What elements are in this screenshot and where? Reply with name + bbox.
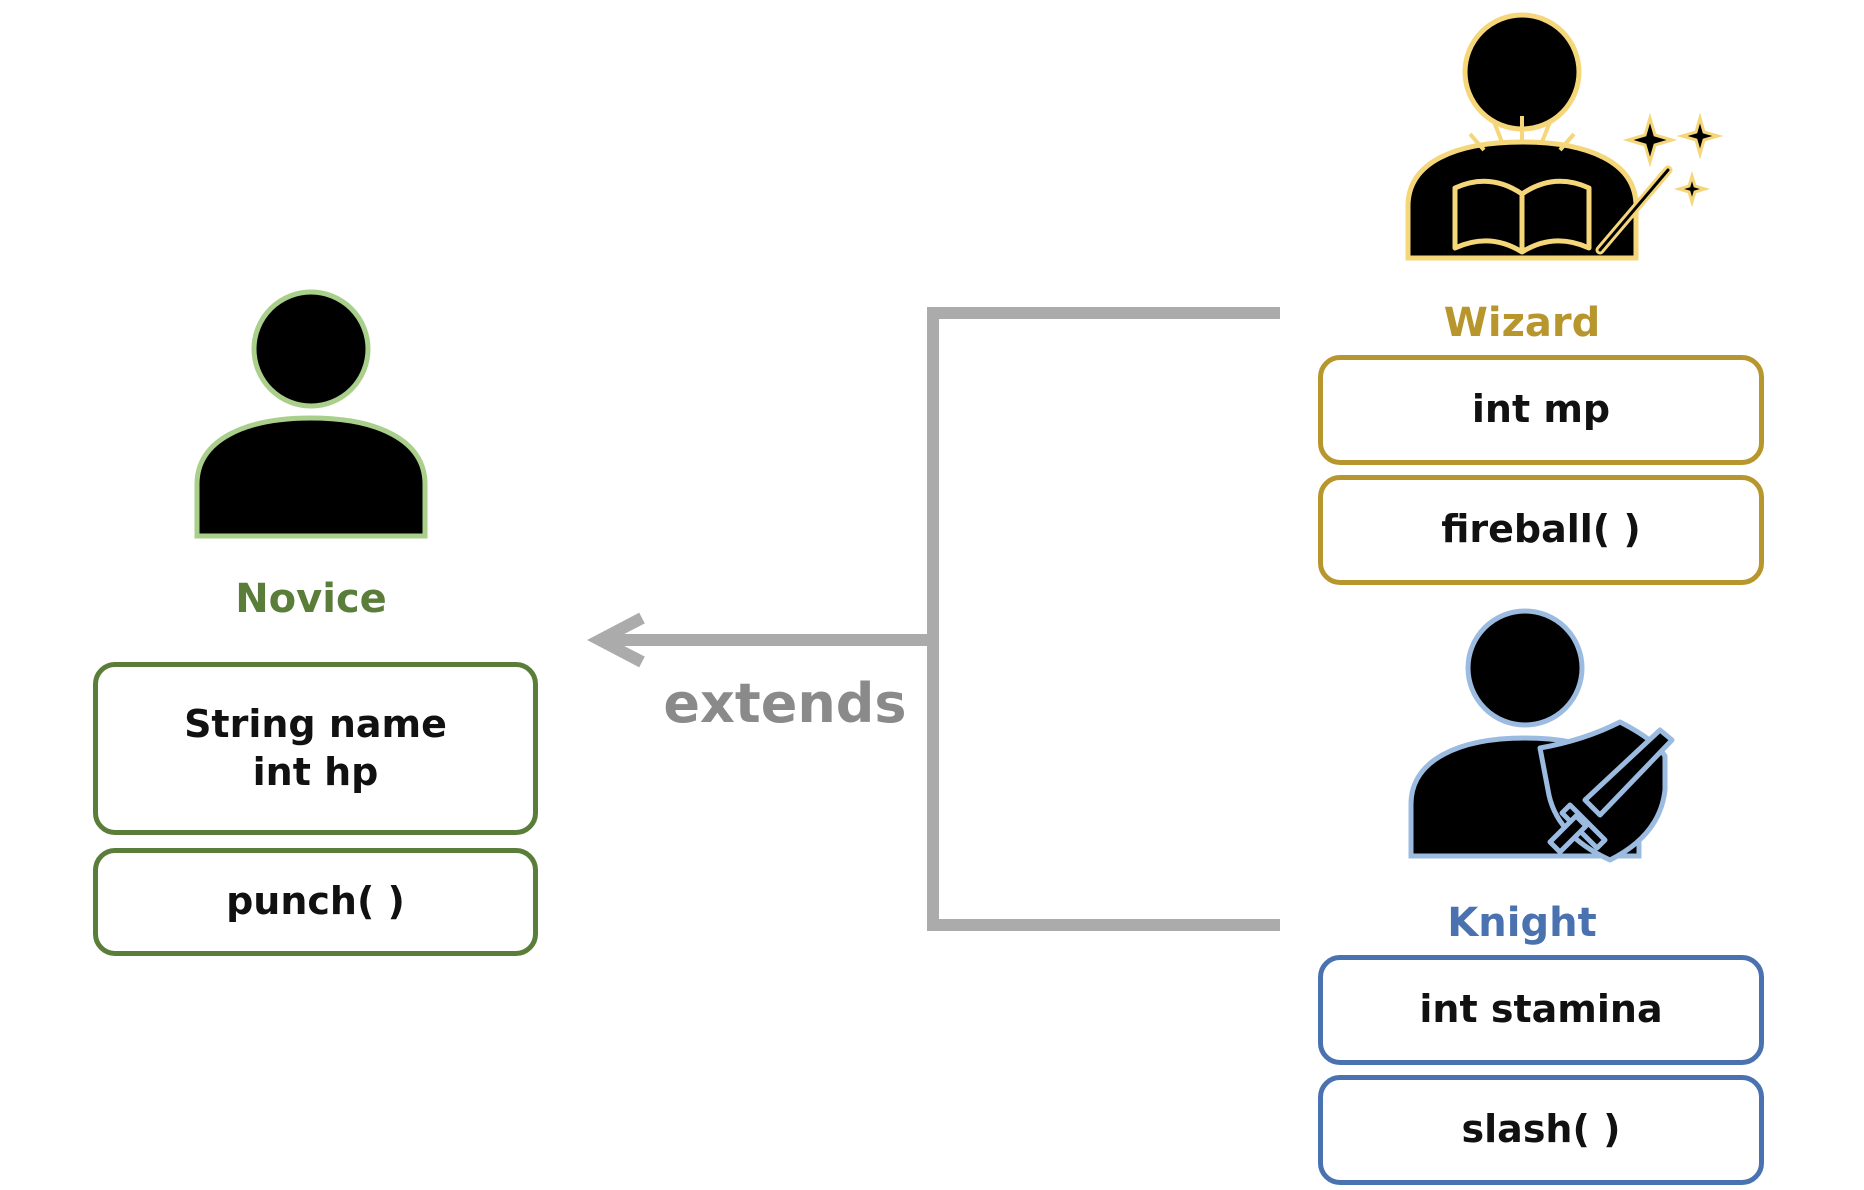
extends-label: extends [663,672,907,735]
wizard-with-book-and-wand-icon [1405,12,1724,261]
knight-methods-box: slash( ) [1318,1075,1764,1185]
novice-methods-box: punch( ) [93,848,538,956]
bracket-line [927,307,1280,931]
novice-class-name: Novice [235,576,387,622]
knight-fields-box: int stamina [1318,955,1764,1065]
arrow-head [587,612,645,668]
wizard-methods-box: fireball( ) [1318,475,1764,585]
person-icon [194,289,428,539]
inheritance-connector [587,307,1280,931]
knight-class-name: Knight [1447,900,1597,946]
wizard-class-name: Wizard [1443,300,1601,346]
knight-with-shield-and-sword-icon [1408,608,1675,863]
novice-fields-box: String name int hp [93,662,538,835]
wizard-fields-box: int mp [1318,355,1764,465]
